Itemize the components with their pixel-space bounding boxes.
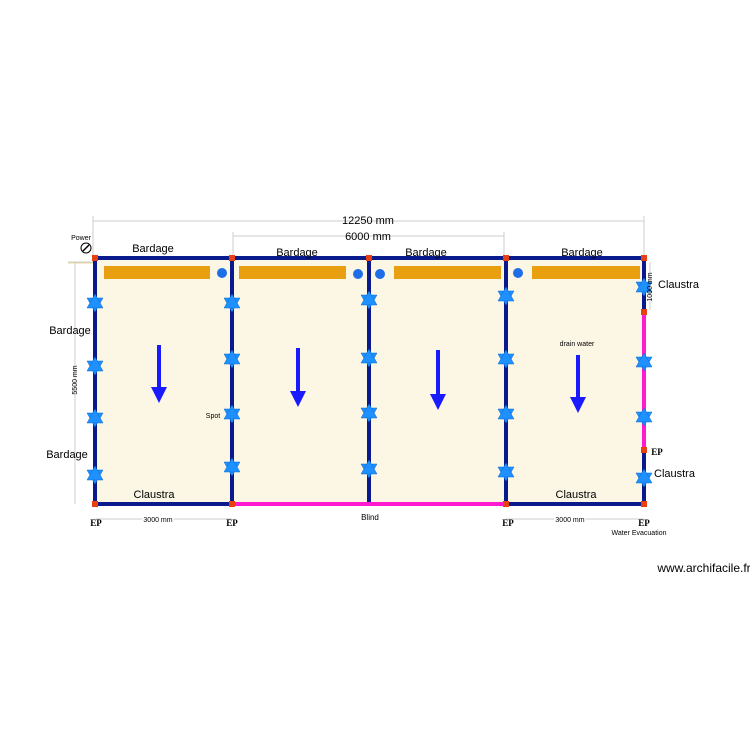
post-marker (641, 309, 647, 315)
claustra-right-top: Claustra (658, 279, 700, 291)
bardage-left-2: Bardage (46, 449, 88, 461)
drain-water-label: drain water (560, 341, 595, 348)
star-icon (497, 286, 515, 302)
gutter (104, 266, 210, 279)
light-icon (375, 269, 385, 279)
ep-label: EP (502, 518, 514, 528)
bardage-top-2: Bardage (276, 247, 318, 259)
gutter (394, 266, 501, 279)
light-icon (513, 268, 523, 278)
star-icon (635, 352, 653, 368)
spot-label: Spot (206, 413, 220, 420)
blind-label: Blind (361, 513, 379, 522)
star-icon (86, 465, 104, 481)
blind (232, 312, 646, 506)
star-icon (635, 407, 653, 423)
star-icon (223, 293, 241, 309)
star-icon (223, 457, 241, 473)
claustra-right-bottom: Claustra (654, 468, 696, 480)
middle-width-label: 6000 mm (345, 231, 391, 243)
drain-direction-arrow-icon (290, 348, 306, 407)
star-icon (497, 349, 515, 365)
left-bay-label: 3000 mm (143, 517, 172, 524)
star-icon (86, 293, 104, 309)
ep-label: EP (90, 518, 102, 528)
star-icon (360, 348, 378, 364)
post-marker (229, 501, 235, 507)
drain-direction-arrow-icon (430, 350, 446, 410)
light-icon (353, 269, 363, 279)
star-icon (497, 462, 515, 478)
star-icon (635, 277, 653, 293)
drain-direction-arrow-icon (151, 345, 167, 403)
ep-label: EP (638, 518, 650, 528)
claustra-bottom-left: Claustra (134, 489, 176, 501)
light-icon (217, 268, 227, 278)
water-evacuation-label: Water Evacuation (612, 530, 667, 537)
post-marker (503, 501, 509, 507)
gutter (239, 266, 346, 279)
gutters (104, 266, 640, 279)
drain-direction-arrow-icon (570, 355, 586, 413)
post-marker (503, 255, 509, 261)
star-icon (360, 459, 378, 475)
watermark: www.archifacile.fr (656, 561, 750, 575)
post-marker (641, 447, 647, 453)
right-bay-label: 3000 mm (555, 517, 584, 524)
ep-label: EP (226, 518, 238, 528)
star-icon (497, 404, 515, 420)
post-marker (92, 501, 98, 507)
star-icon (360, 290, 378, 306)
depth-label: 5500 mm (72, 365, 79, 394)
star-icon (86, 356, 104, 372)
gutter (532, 266, 640, 279)
star-icon (223, 404, 241, 420)
post-marker (641, 501, 647, 507)
ep-label: EP (651, 447, 663, 457)
claustra-bottom-right: Claustra (556, 489, 598, 501)
star-icon (223, 349, 241, 365)
star-icon (360, 403, 378, 419)
post-marker (92, 255, 98, 261)
star-icon (86, 408, 104, 424)
post-marker (366, 255, 372, 261)
power-icon (80, 242, 92, 254)
bardage-top-3: Bardage (405, 247, 447, 259)
post-marker (641, 255, 647, 261)
bardage-top-4: Bardage (561, 247, 603, 259)
star-icon (635, 468, 653, 484)
dimension-lines (68, 216, 651, 520)
total-width-label: 12250 mm (342, 215, 394, 227)
post-marker (229, 255, 235, 261)
power-label: Power (71, 235, 92, 242)
bardage-left-1: Bardage (49, 325, 91, 337)
bardage-top-1: Bardage (132, 243, 174, 255)
claustra-height-label: 1000 mm (647, 272, 654, 301)
